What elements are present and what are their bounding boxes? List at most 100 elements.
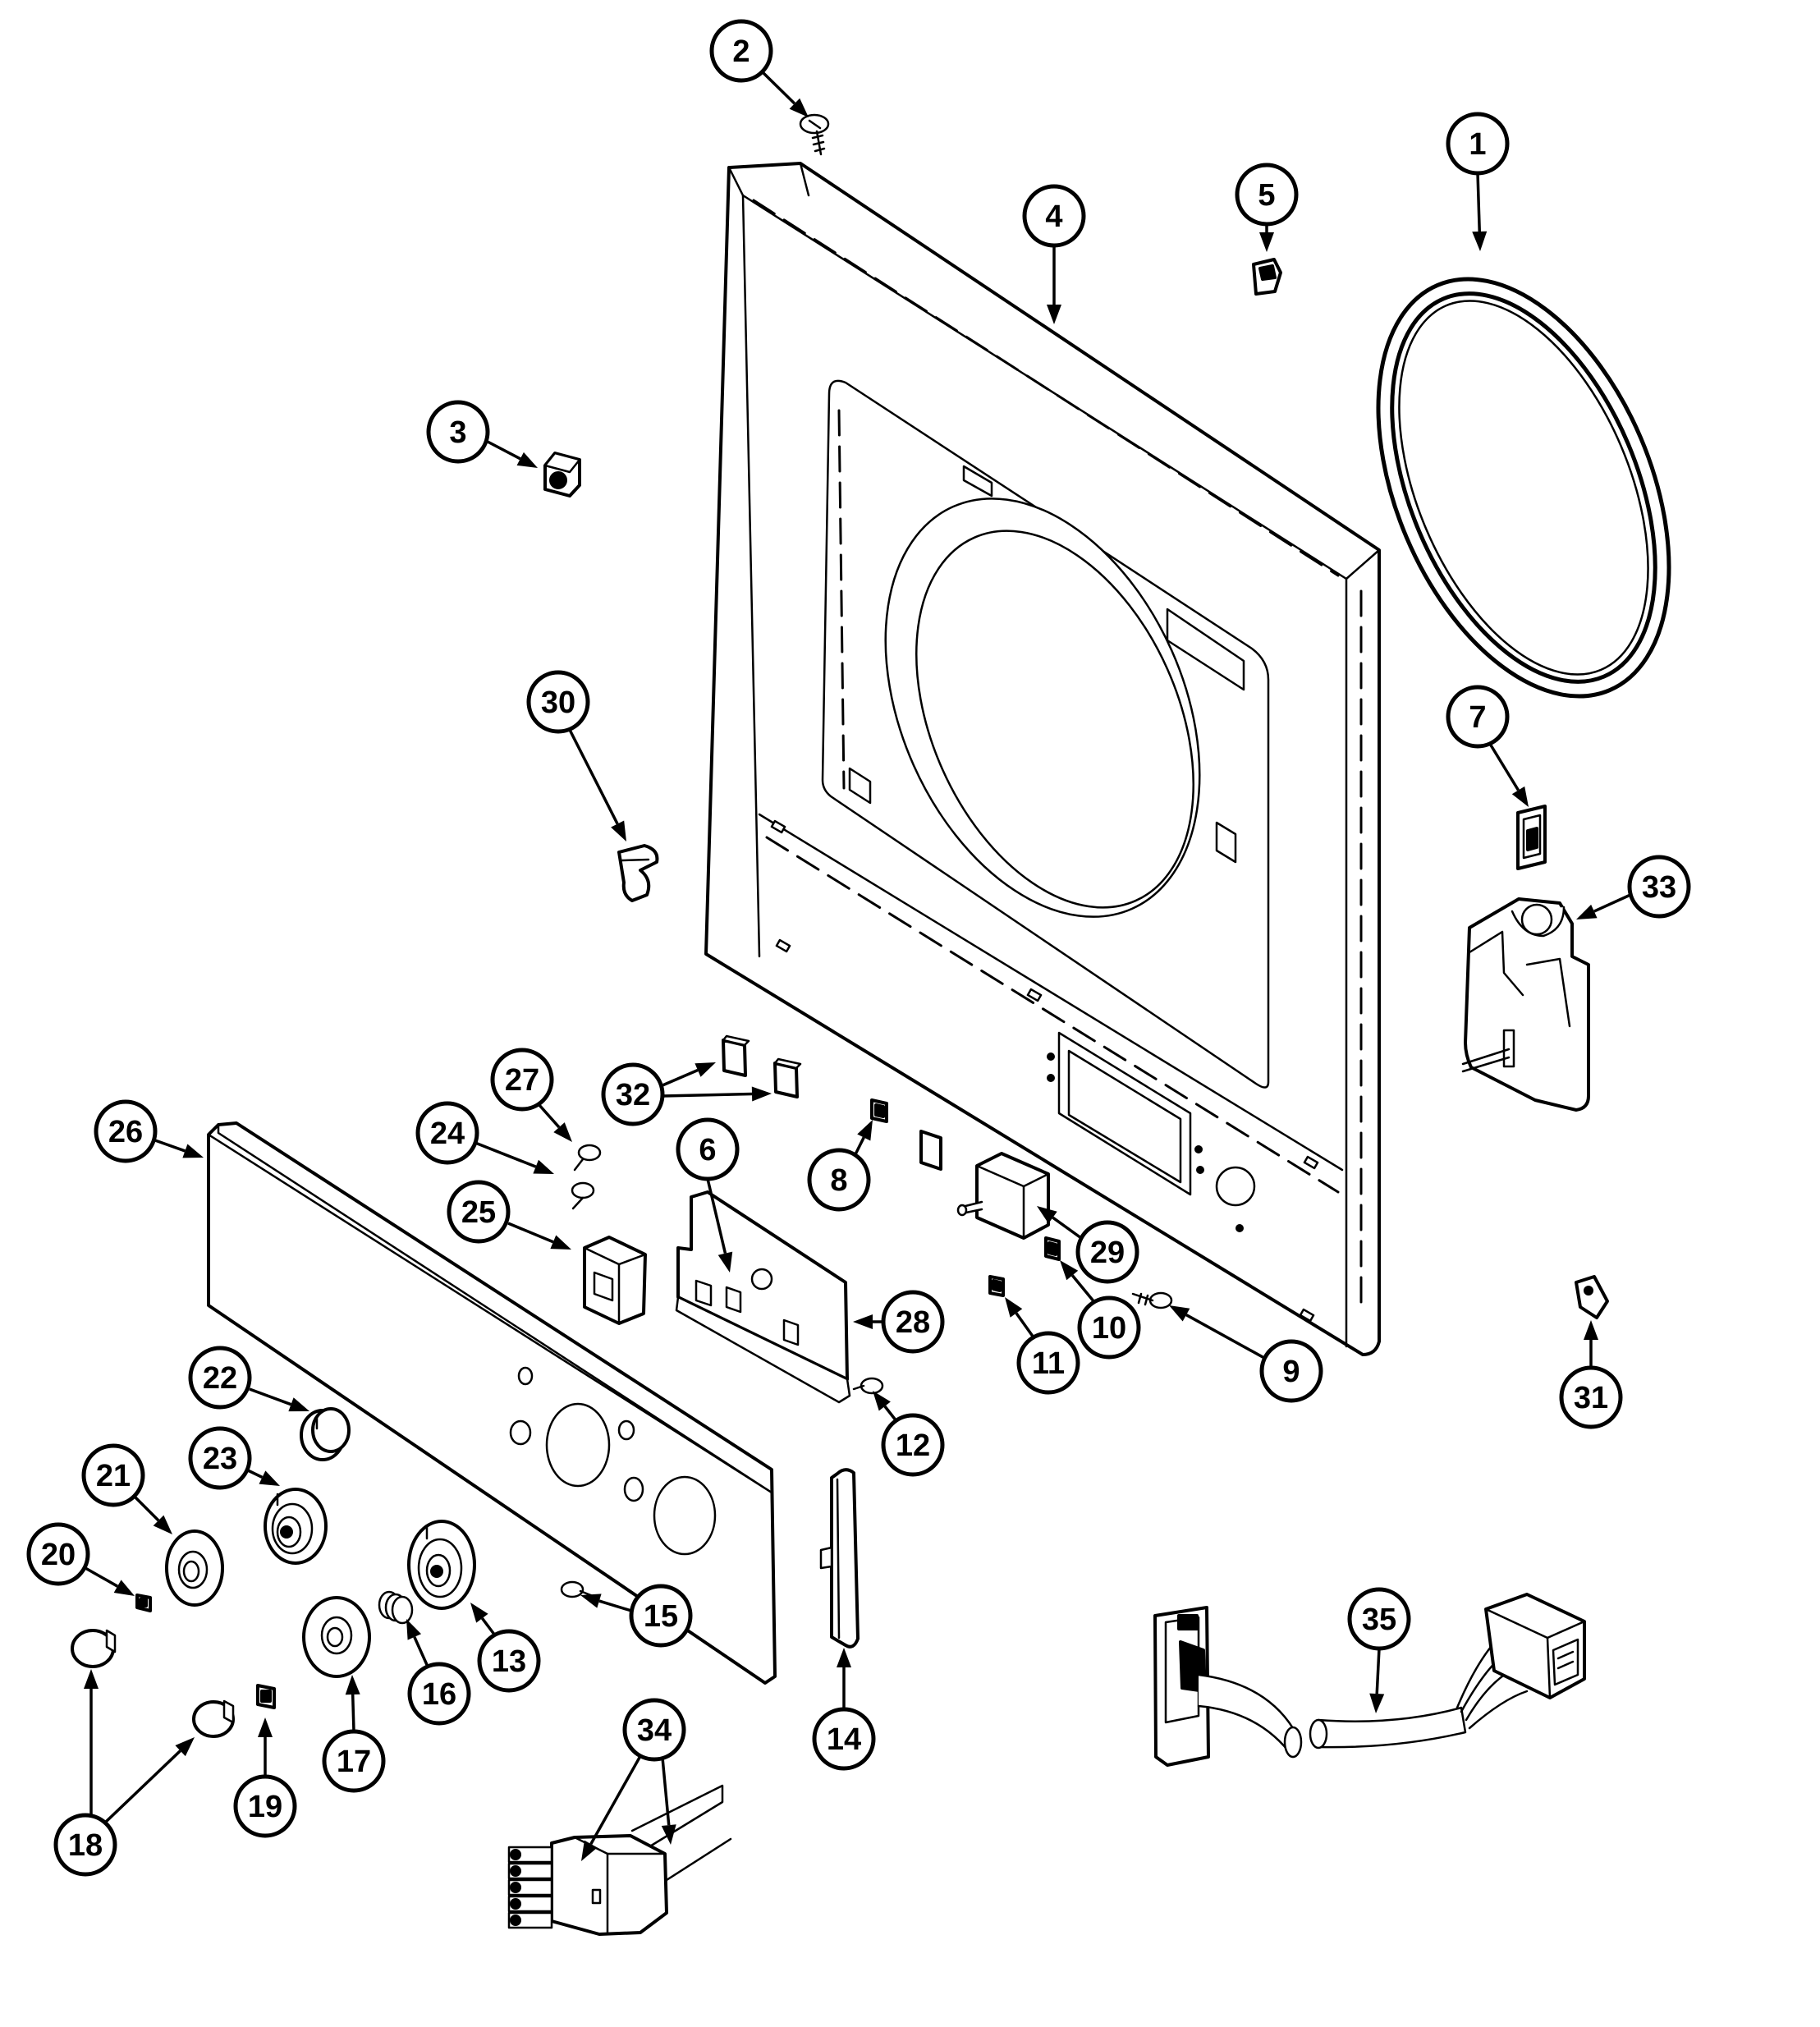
callout-number-25: 25 — [461, 1195, 496, 1230]
pad-near-panel — [919, 1130, 942, 1171]
screw-2 — [799, 113, 830, 156]
leader-line-18-1 — [103, 1750, 181, 1824]
callout-14: 14 — [812, 1648, 876, 1771]
leader-line-3-0 — [487, 440, 521, 461]
callout-19: 19 — [233, 1717, 297, 1838]
clip-5 — [1252, 258, 1282, 296]
callout-ring-35 — [1347, 1587, 1411, 1651]
door-switch-assembly-33 — [1461, 897, 1590, 1112]
callout-ring-2 — [709, 19, 773, 83]
spring-16 — [378, 1590, 414, 1625]
arrowhead-32-0 — [695, 1062, 716, 1077]
arrowhead-11-0 — [1005, 1297, 1023, 1318]
callout-ring-27 — [490, 1048, 554, 1112]
callout-20: 20 — [26, 1522, 135, 1596]
callout-number-21: 21 — [96, 1459, 131, 1493]
leader-line-8-0 — [854, 1136, 865, 1155]
callout-number-27: 27 — [505, 1063, 539, 1098]
arrowhead-15-0 — [580, 1594, 602, 1608]
leader-line-17-0 — [351, 1694, 355, 1732]
pad-32a — [722, 1034, 750, 1077]
callout-number-19: 19 — [248, 1790, 282, 1824]
callout-26: 26 — [94, 1099, 204, 1163]
callout-number-31: 31 — [1574, 1381, 1608, 1415]
callout-ring-31 — [1559, 1365, 1623, 1429]
wire-harness-34 — [507, 1784, 732, 1936]
callout-8: 8 — [807, 1120, 873, 1212]
callout-ring-20 — [26, 1522, 90, 1586]
leader-line-21-0 — [133, 1495, 160, 1522]
leader-line-22-0 — [249, 1387, 292, 1406]
callout-layer: 1234567891011121314151617181920212223242… — [26, 19, 1691, 1877]
callout-ring-21 — [81, 1443, 145, 1507]
leader-line-30-0 — [568, 729, 619, 825]
leader-line-27-0 — [537, 1103, 561, 1129]
screw-24 — [571, 1181, 595, 1210]
callout-number-35: 35 — [1362, 1603, 1396, 1637]
control-panel-26 — [207, 1121, 777, 1685]
arrowhead-20-0 — [113, 1580, 135, 1596]
callout-number-20: 20 — [41, 1538, 76, 1572]
arrowhead-5-0 — [1259, 232, 1274, 252]
leader-line-33-0 — [1593, 893, 1631, 913]
screw-12 — [852, 1377, 884, 1395]
pad-32b — [773, 1057, 802, 1098]
callout-ring-5 — [1235, 163, 1299, 227]
arrowhead-18-0 — [84, 1669, 99, 1689]
callout-ring-26 — [94, 1099, 158, 1163]
callout-34: 34 — [581, 1698, 686, 1861]
arrowhead-9-0 — [1169, 1305, 1190, 1322]
callout-number-24: 24 — [430, 1117, 465, 1151]
callout-3: 3 — [426, 400, 538, 468]
callout-29: 29 — [1037, 1206, 1139, 1284]
callout-number-1: 1 — [1469, 127, 1486, 162]
callout-number-34: 34 — [637, 1713, 672, 1748]
knob-23 — [264, 1488, 328, 1565]
arrowhead-2-0 — [789, 98, 809, 117]
tab-31 — [1575, 1275, 1609, 1319]
callout-6: 6 — [676, 1117, 740, 1273]
leader-line-24-0 — [474, 1141, 537, 1168]
wire-harness-35 — [1153, 1593, 1586, 1767]
arrowhead-4-0 — [1047, 305, 1061, 324]
callout-16: 16 — [406, 1619, 471, 1726]
callout-9: 9 — [1169, 1305, 1323, 1403]
arrowhead-31-0 — [1584, 1320, 1598, 1340]
callout-ring-12 — [881, 1413, 945, 1477]
arrowhead-32-1 — [751, 1086, 772, 1102]
callout-ring-16 — [407, 1662, 471, 1726]
arrowhead-33-0 — [1576, 904, 1598, 919]
arrowhead-17-0 — [345, 1675, 360, 1695]
callout-ring-23 — [188, 1426, 252, 1490]
skirt-17 — [302, 1596, 371, 1678]
arrowhead-14-0 — [837, 1648, 851, 1667]
callout-33: 33 — [1576, 855, 1691, 919]
callout-30: 30 — [526, 670, 626, 842]
callout-5: 5 — [1235, 163, 1299, 252]
screw-15 — [560, 1580, 594, 1598]
arrowhead-21-0 — [153, 1515, 172, 1534]
arrowhead-24-0 — [533, 1159, 554, 1174]
arrowhead-6-0 — [717, 1251, 733, 1273]
clip-8 — [870, 1098, 888, 1123]
leader-line-12-0 — [883, 1405, 898, 1423]
callout-11: 11 — [1005, 1297, 1080, 1395]
knob-22 — [300, 1407, 351, 1461]
leader-line-34-1 — [661, 1757, 671, 1826]
leader-line-1-0 — [1476, 172, 1481, 232]
plug-3 — [543, 452, 581, 498]
callout-35: 35 — [1347, 1587, 1411, 1713]
skirt-21 — [165, 1529, 224, 1607]
callout-number-7: 7 — [1469, 700, 1486, 735]
arrowhead-16-0 — [406, 1619, 422, 1640]
callout-number-12: 12 — [896, 1429, 930, 1463]
leader-line-35-0 — [1375, 1648, 1381, 1695]
callout-ring-13 — [477, 1629, 541, 1693]
leader-line-6-0 — [706, 1178, 727, 1254]
knob-cap-18b — [192, 1699, 235, 1738]
arrowhead-13-0 — [470, 1603, 488, 1623]
arrowhead-22-0 — [288, 1397, 309, 1412]
callout-ring-24 — [415, 1101, 479, 1165]
callout-number-2: 2 — [732, 34, 750, 69]
arrowhead-34-0 — [581, 1840, 598, 1861]
